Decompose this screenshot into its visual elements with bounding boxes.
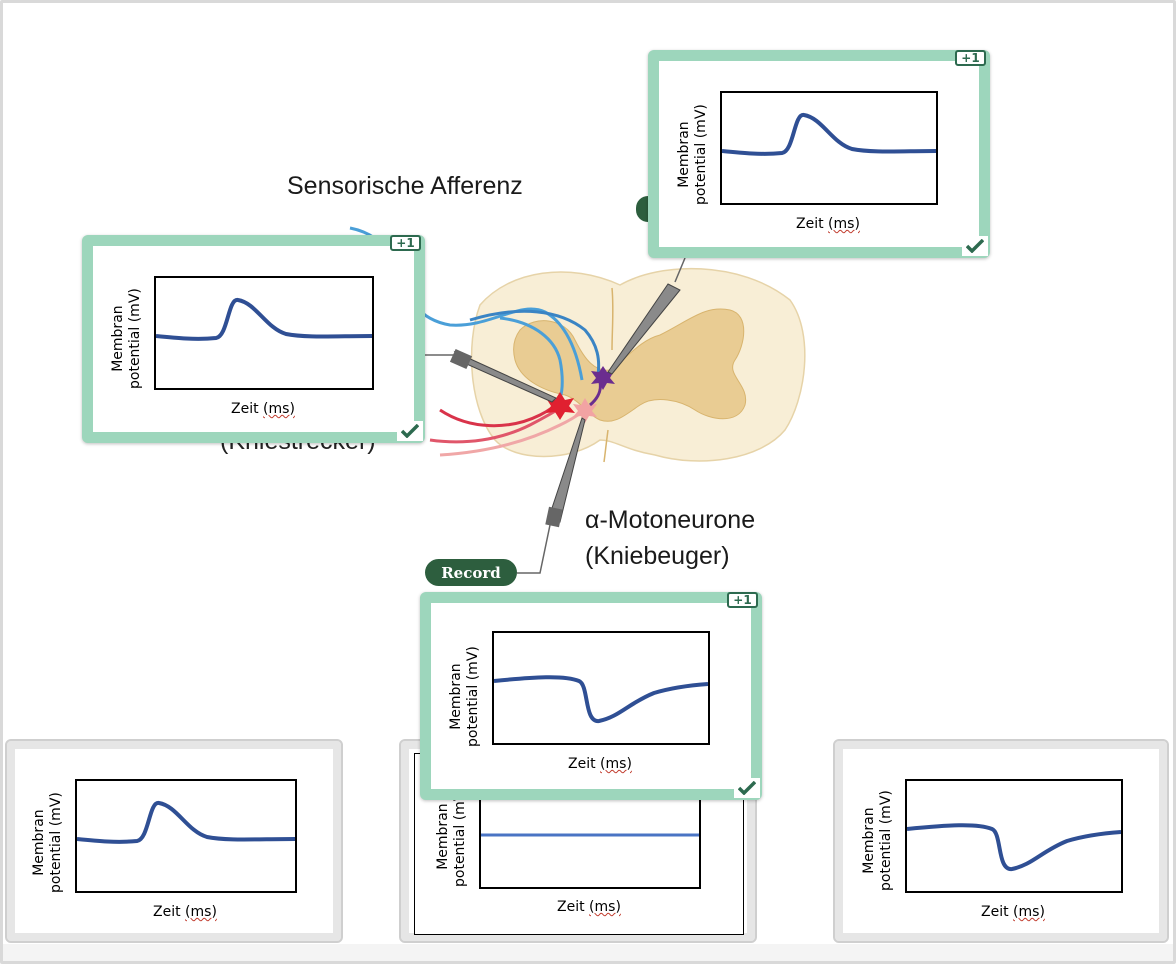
- pink-neuron-star: [573, 398, 597, 423]
- plot-area: [492, 631, 710, 745]
- x-axis-label: Zeit (ms): [231, 401, 295, 417]
- trace-ipsp: [906, 823, 1122, 871]
- trace-ipsp: [493, 675, 709, 723]
- score-badge: +1: [390, 235, 421, 251]
- score-badge: +1: [955, 50, 986, 66]
- plot-area: [720, 91, 938, 205]
- red-neuron-star: [546, 392, 575, 420]
- score-badge: +1: [727, 592, 758, 608]
- x-axis-label: Zeit (ms): [153, 904, 217, 920]
- correct-check-icon: [397, 421, 423, 441]
- record-badge: Record: [425, 559, 517, 586]
- trace-epsp: [155, 298, 373, 341]
- electrode-bottom: [517, 417, 586, 574]
- electrode-left: [425, 348, 557, 403]
- trace-epsp: [76, 801, 296, 844]
- x-axis-label: Zeit (ms): [796, 216, 860, 232]
- plot-area: [154, 276, 374, 390]
- motoneuron-label: α-Motoneurone: [585, 506, 756, 534]
- x-axis-label: Zeit (ms): [981, 904, 1045, 920]
- correct-check-icon: [962, 236, 988, 256]
- motoneuron-sublabel: (Kniebeuger): [585, 542, 730, 570]
- correct-check-icon: [734, 778, 760, 798]
- electrode-top: [607, 257, 686, 375]
- sensory-afferent-label: Sensorische Afferenz: [287, 172, 523, 200]
- x-axis-label: Zeit (ms): [568, 756, 632, 772]
- plot-area: [905, 779, 1123, 893]
- trace-epsp: [721, 113, 937, 156]
- plot-area: [75, 779, 297, 893]
- x-axis-label: Zeit (ms): [557, 899, 621, 915]
- bottom-strip: [3, 944, 1173, 961]
